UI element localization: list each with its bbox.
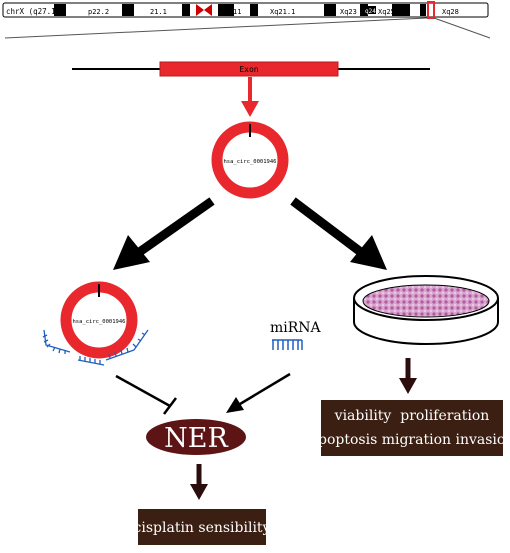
band-label: 21.1	[150, 8, 167, 16]
band-label: Xq25	[378, 8, 395, 16]
zoom-line-left	[4, 17, 428, 39]
bound-mirna-group	[42, 329, 149, 366]
band-label: p22.2	[88, 8, 109, 16]
exon-label: Exon	[239, 65, 258, 74]
red-arrow-head	[241, 101, 259, 117]
band-label: Xq28	[442, 8, 459, 16]
petri-dish	[353, 275, 499, 345]
arrow-mirna-to-ner	[226, 372, 291, 413]
chromosome-ideogram: chrX (q27.1) p22.2 21.1 11 Xq21.1 Xq23 q…	[2, 1, 489, 19]
cell-outcomes-line2: apoptosis migration invasion	[310, 432, 510, 448]
circrna-label: hsa_circ_0001946	[224, 159, 277, 165]
cell-outcomes-box	[321, 400, 503, 456]
band-label: q24	[365, 8, 376, 15]
cell-outcomes-line1: viability proliferation	[334, 408, 490, 424]
arrow-to-left	[113, 197, 215, 270]
dish-arrow-head	[399, 378, 417, 394]
mirna-label: miRNA	[270, 320, 322, 336]
ner-label: NER	[164, 423, 228, 454]
circrna-label: hsa_circ_0001946	[73, 319, 126, 325]
exon-box	[159, 61, 339, 77]
chromosome-label: chrX (q27.1)	[6, 7, 60, 16]
zoom-line-right	[433, 17, 491, 39]
inhibit-line	[115, 374, 177, 415]
arrow-to-right	[290, 197, 387, 270]
band-label: Xq23	[340, 8, 357, 16]
circrna-sponge: hsa_circ_0001946	[60, 281, 138, 359]
ner-arrow-head	[190, 484, 208, 500]
band-label: Xq21.1	[270, 8, 295, 16]
ner-node	[146, 419, 246, 455]
circrna-top: hsa_circ_0001946	[211, 121, 289, 199]
mirna-icon	[272, 339, 303, 350]
band-label: 11	[233, 8, 241, 16]
cisplatin-box	[138, 509, 266, 545]
cisplatin-label: cisplatin sensibility	[134, 520, 271, 536]
